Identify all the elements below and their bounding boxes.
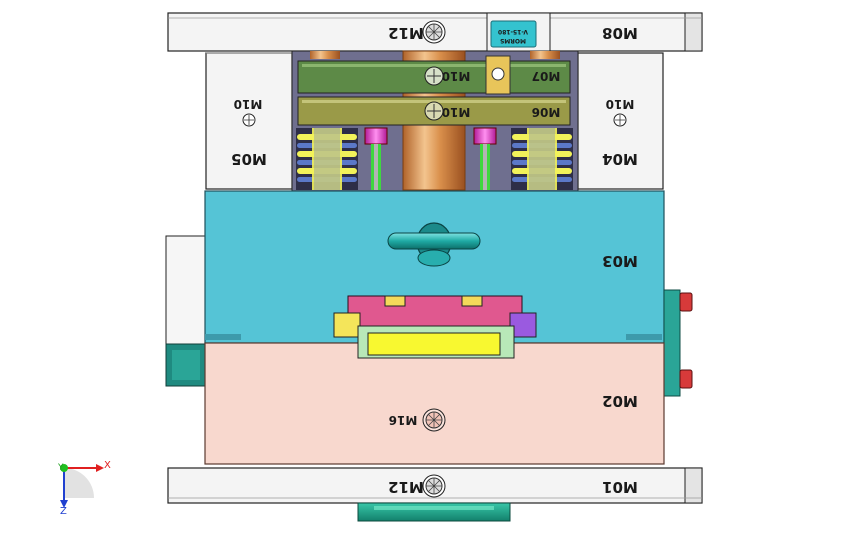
nameplate-tag: V-15-180 MORMS — [486, 12, 551, 52]
left-side-block — [165, 235, 207, 387]
top-clamp-label: M12 — [388, 24, 424, 42]
ejector-retainer-label: M10 — [442, 69, 471, 83]
tag-line-1: V-15-180 — [498, 28, 528, 35]
bottom-clamp-label: M01 — [602, 478, 638, 496]
axis-x-label: X — [104, 460, 111, 471]
ejector-pin-right — [473, 127, 497, 190]
return-spring-left — [296, 128, 358, 190]
top-clamp-plate[interactable] — [167, 12, 703, 52]
ejector-pin-left — [364, 127, 388, 190]
latch-icon — [485, 55, 511, 95]
b-plate-label: M03 — [602, 252, 638, 270]
screw-icon — [242, 113, 256, 127]
screw-icon — [422, 20, 446, 44]
axis-triad-icon: X Y Z — [57, 460, 111, 517]
bottom-clamp-screw-label: M12 — [388, 478, 424, 496]
a-plate-label: M02 — [602, 392, 638, 410]
axis-z-label: Z — [60, 506, 67, 517]
right-rail-label: M04 — [602, 150, 638, 168]
return-spring-right — [511, 128, 573, 190]
top-clamp-side-label: M08 — [602, 24, 638, 42]
locating-ring — [357, 502, 511, 522]
left-rail-screw-label: M10 — [234, 97, 263, 111]
a-plate-screw-label: M16 — [389, 413, 418, 427]
ejector-plate-label: M06 — [532, 105, 561, 119]
stripper-label: M07 — [532, 69, 561, 83]
a-plate[interactable] — [204, 342, 665, 465]
right-side-clamp — [663, 289, 693, 397]
lifting-eyebolt-icon — [387, 222, 481, 267]
axis-y-label: Y — [57, 463, 64, 473]
screw-icon — [424, 66, 444, 86]
ejector-plate-screw-label: M10 — [442, 105, 471, 119]
right-rail-screw-label: M10 — [606, 97, 635, 111]
screw-icon — [422, 408, 446, 432]
screw-icon — [422, 474, 446, 498]
tag-line-2: MORMS — [500, 37, 526, 44]
left-rail-label: M05 — [231, 150, 267, 168]
cavity-insert — [333, 295, 537, 359]
screw-icon — [613, 113, 627, 127]
screw-icon — [424, 101, 444, 121]
